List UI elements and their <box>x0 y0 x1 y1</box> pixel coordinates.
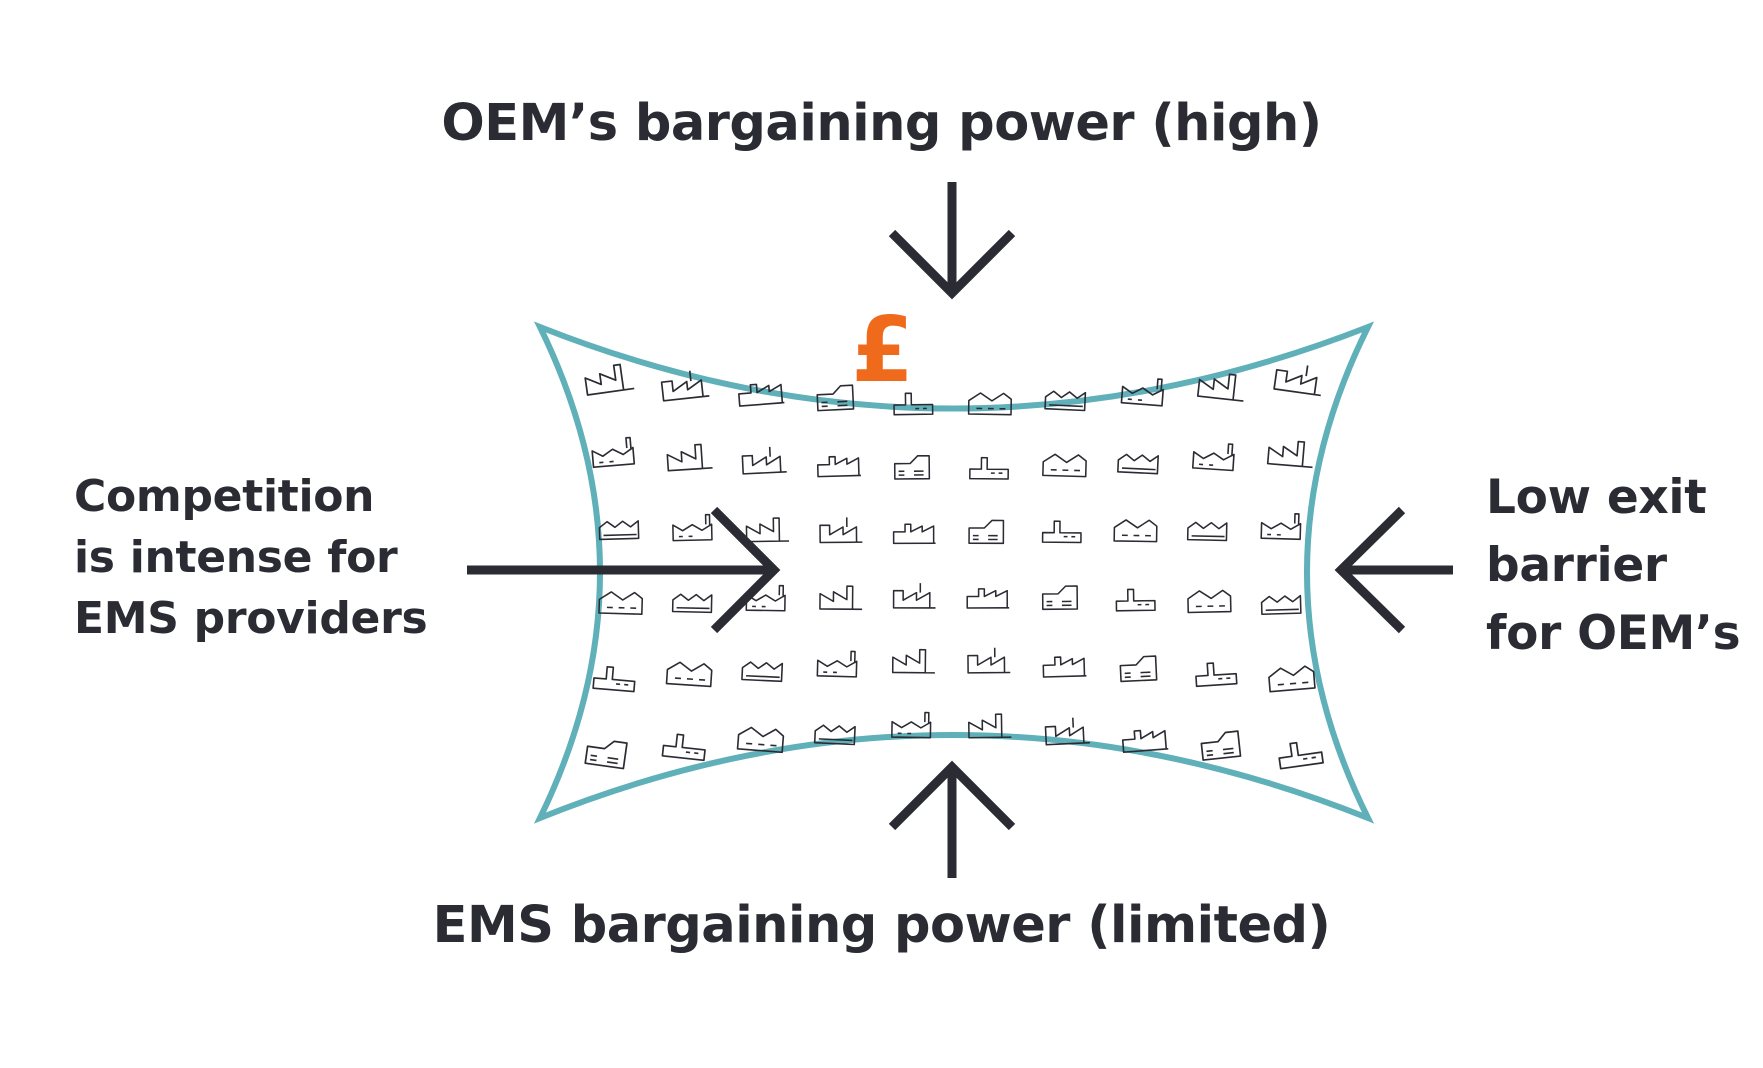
factory-icon <box>893 392 934 416</box>
factory-icon <box>1117 453 1159 475</box>
factory-icon <box>968 713 1012 739</box>
factory-icon-grid <box>584 363 1324 770</box>
competition-label-line: EMS providers <box>74 593 428 644</box>
factory-icon <box>665 661 713 688</box>
factory-icon <box>741 661 784 683</box>
factory-icon <box>967 647 1011 674</box>
factory-icon <box>1196 373 1244 402</box>
left-arrow-icon <box>467 506 781 634</box>
factory-icon <box>672 513 713 542</box>
factory-icon <box>1042 453 1087 478</box>
factory-icon <box>966 588 1010 609</box>
factory-icon <box>745 584 786 612</box>
bottom-arrow-icon <box>888 760 1016 878</box>
factory-icon <box>891 711 932 739</box>
factory-icon <box>598 591 644 615</box>
factory-icon <box>1119 655 1158 683</box>
factory-icon <box>736 726 785 754</box>
pound-sign-icon: £ <box>851 298 914 403</box>
factory-icon <box>1268 665 1316 693</box>
factory-icon <box>1200 730 1242 761</box>
factory-icon <box>1260 594 1302 616</box>
factory-icon <box>892 523 936 545</box>
factory-icon <box>1041 520 1082 544</box>
factory-icon <box>1115 588 1156 612</box>
factory-icon <box>1120 378 1165 407</box>
factory-icon <box>1191 443 1235 472</box>
factory-icon <box>660 370 710 402</box>
competition-label-line: is intense for <box>74 532 398 583</box>
factory-icon <box>1187 589 1232 614</box>
factory-icon <box>816 384 855 412</box>
factory-icon <box>819 517 863 544</box>
factory-icon <box>741 446 787 475</box>
factory-icon <box>1278 741 1324 770</box>
factory-icon <box>816 455 861 478</box>
factory-icon <box>1113 519 1158 543</box>
factory-icon <box>969 456 1009 480</box>
exit-barrier-label-line: Low exit <box>1486 470 1707 525</box>
exit-barrier-label-line: barrier <box>1486 538 1667 593</box>
exit-barrier-label-line: for OEM’s <box>1486 606 1741 661</box>
factory-icon <box>591 436 636 469</box>
factory-icon <box>967 392 1013 416</box>
factory-icon <box>1273 365 1321 397</box>
factory-icon <box>598 520 640 541</box>
factory-icon <box>1195 662 1238 688</box>
squeezed-market-frame <box>533 321 1375 824</box>
exit-barrier-label: Low exit barrier for OEM’s <box>1486 464 1741 668</box>
factory-icon <box>671 593 713 614</box>
factory-icon <box>745 517 790 543</box>
factory-icon <box>1121 729 1169 754</box>
factory-icon <box>813 724 856 746</box>
factory-icon <box>1260 513 1302 541</box>
right-arrow-icon <box>1334 506 1453 634</box>
factory-icon <box>666 443 713 472</box>
factory-icon <box>893 454 931 480</box>
factory-icon <box>819 585 863 611</box>
factory-icon <box>1042 656 1087 678</box>
factory-icon <box>592 665 636 693</box>
factory-icon <box>1044 717 1090 746</box>
factory-icon <box>1044 390 1087 412</box>
factory-icon <box>738 383 785 407</box>
factory-icon <box>1266 440 1313 469</box>
factory-icon <box>1186 521 1228 542</box>
competition-label-line: Competition <box>74 471 375 522</box>
factory-icon <box>968 519 1005 545</box>
factory-icon <box>816 650 858 678</box>
factory-icon <box>584 363 635 396</box>
ems-bargaining-power-label: EMS bargaining power (limited) <box>432 896 1331 955</box>
factory-icon <box>661 733 706 762</box>
oem-bargaining-power-label: OEM’s bargaining power (high) <box>441 94 1322 153</box>
factory-icon <box>1041 585 1079 611</box>
factory-icon <box>584 740 628 770</box>
factory-icon <box>891 648 935 674</box>
top-arrow-icon <box>888 182 1016 300</box>
competition-label: Competition is intense for EMS providers <box>74 466 428 649</box>
factory-icon <box>892 583 936 609</box>
